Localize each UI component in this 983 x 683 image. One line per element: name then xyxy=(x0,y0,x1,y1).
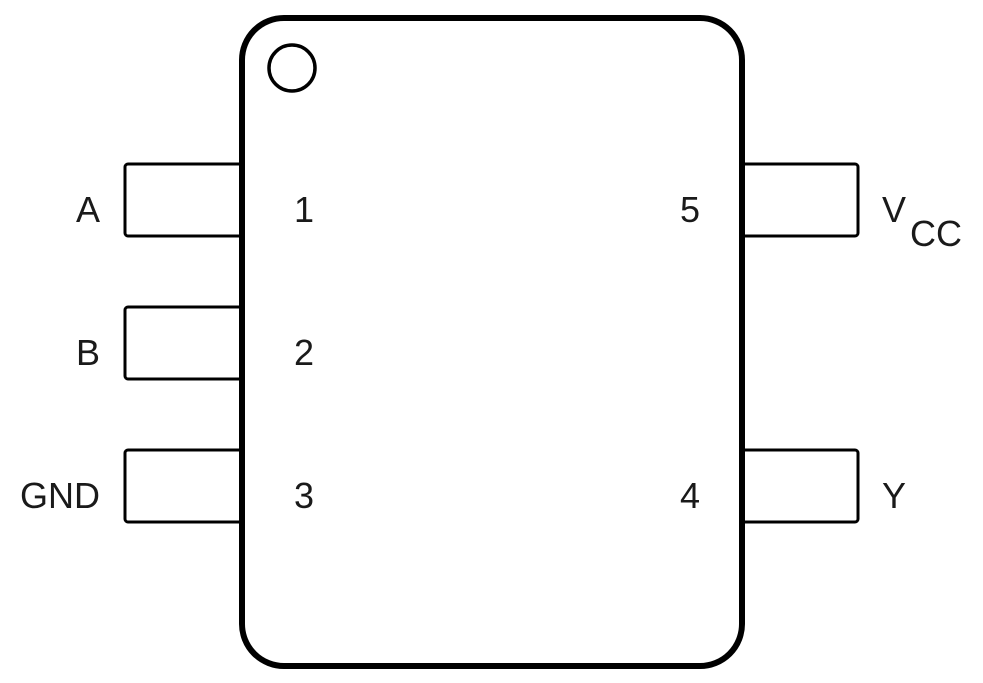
pin-2-lead xyxy=(123,305,244,381)
pin-5-number: 5 xyxy=(680,189,700,230)
package-body xyxy=(239,15,745,669)
pin-1-lead xyxy=(123,162,244,238)
pin-4-name: Y xyxy=(882,475,906,516)
pin-4-lead xyxy=(739,448,860,524)
pin-3-name: GND xyxy=(20,475,100,516)
pin-5-name: V xyxy=(882,189,906,230)
pin-4-number: 4 xyxy=(680,475,700,516)
pin-2-name: B xyxy=(76,332,100,373)
pin-3-number: 3 xyxy=(294,475,314,516)
pin-1-indicator-circle xyxy=(267,43,317,93)
pin-3-lead xyxy=(123,448,244,524)
pin-5-lead xyxy=(739,162,860,238)
pin-5-name-subscript: CC xyxy=(910,213,962,254)
pin-2-number: 2 xyxy=(294,332,314,373)
pin-1-name: A xyxy=(76,189,100,230)
pin-1-number: 1 xyxy=(294,189,314,230)
